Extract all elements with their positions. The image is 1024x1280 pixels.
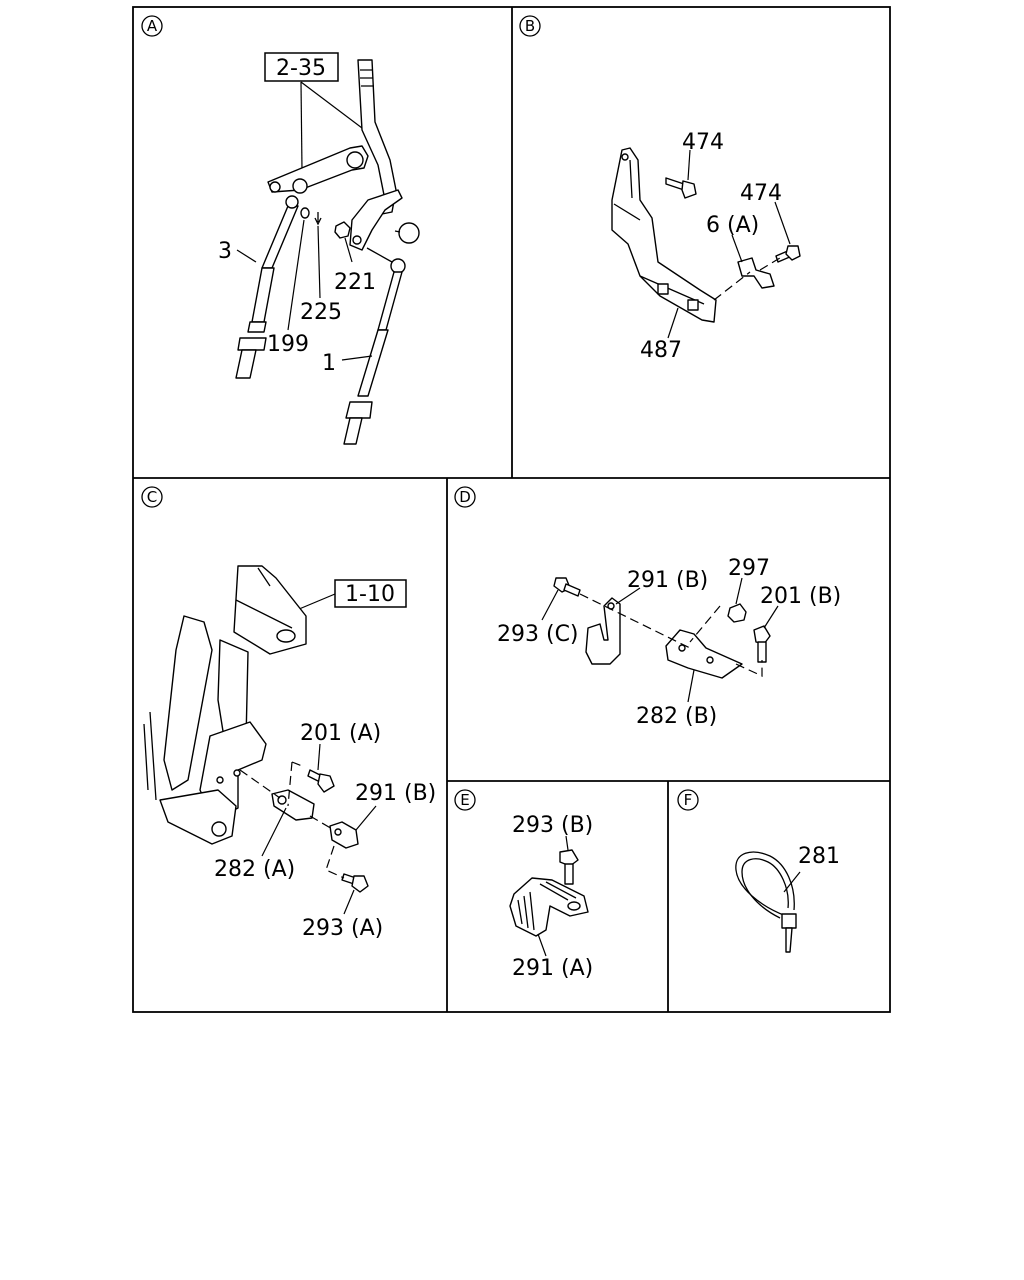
svg-text:C: C [147,488,157,506]
bracket-487 [611,147,717,323]
label-part-293a: 293 (A) [302,916,383,941]
svg-text:A: A [147,17,158,35]
svg-text:2-35: 2-35 [276,56,326,81]
label-part-487: 487 [640,338,682,363]
ref-box-2-35: 2-35 [264,52,339,82]
label-part-291b-c: 291 (B) [355,781,436,806]
nut-297 [727,603,747,623]
bolt-201b [753,625,771,645]
label-part-282a: 282 (A) [214,857,295,882]
shift-lever [357,59,397,215]
panel-e: E 293 (B) 291 (A) [454,789,593,981]
cable-tie-281 [735,851,797,953]
label-part-291b-d: 291 (B) [627,568,708,593]
panel-c-badge: C [141,486,163,508]
panel-f: F 281 [677,789,840,953]
panel-grid [132,6,891,1013]
label-part-1: 1 [322,351,336,376]
panel-b: B 474 474 6 (A) 487 [519,15,801,363]
shift-knob-ball [398,222,420,244]
control-cable-3 [235,195,299,379]
svg-text:B: B [525,17,535,35]
clip-291a [509,877,589,937]
panel-c: C 1-10 [141,486,436,941]
label-part-474-right: 474 [740,181,782,206]
vehicle-frame [143,565,307,845]
svg-text:E: E [460,791,469,809]
clip-291b-c [329,821,359,849]
label-part-225: 225 [300,300,342,325]
select-lever-arm [267,145,369,193]
clip-225 [314,212,322,226]
label-part-3: 3 [218,239,232,264]
control-cable-1 [343,247,406,445]
panel-a: A 2-35 [141,15,420,445]
label-part-281: 281 [798,844,840,869]
svg-text:D: D [459,488,471,506]
label-part-474-top: 474 [682,130,724,155]
label-part-221: 221 [334,270,376,295]
washer-199 [300,207,310,219]
label-part-291a: 291 (A) [512,956,593,981]
svg-text:1-10: 1-10 [345,582,395,607]
label-part-297: 297 [728,556,770,581]
clip-291b-d [585,597,621,665]
ref-box-1-10: 1-10 [334,579,407,608]
panel-a-badge: A [141,15,163,37]
nut-221 [334,221,351,239]
panel-e-badge: E [454,789,476,811]
bolt-293b [559,849,579,867]
label-part-199: 199 [267,332,309,357]
panel-f-badge: F [677,789,699,811]
bracket-282b [665,629,743,679]
bracket-282a [271,789,315,821]
panel-b-badge: B [519,15,541,37]
label-part-282b: 282 (B) [636,704,717,729]
label-part-293b: 293 (B) [512,813,593,838]
label-part-6a: 6 (A) [706,213,759,238]
label-part-293c: 293 (C) [497,622,579,647]
lever-bracket [349,189,403,251]
svg-text:F: F [684,791,693,809]
bolt-474-top [665,177,685,191]
clip-6a [737,257,775,289]
panel-d-badge: D [454,486,476,508]
label-part-201b: 201 (B) [760,584,841,609]
label-part-201a: 201 (A) [300,721,381,746]
panel-d: D 291 (B) 297 201 (B) 293 (C) 282 (B) [454,486,841,729]
